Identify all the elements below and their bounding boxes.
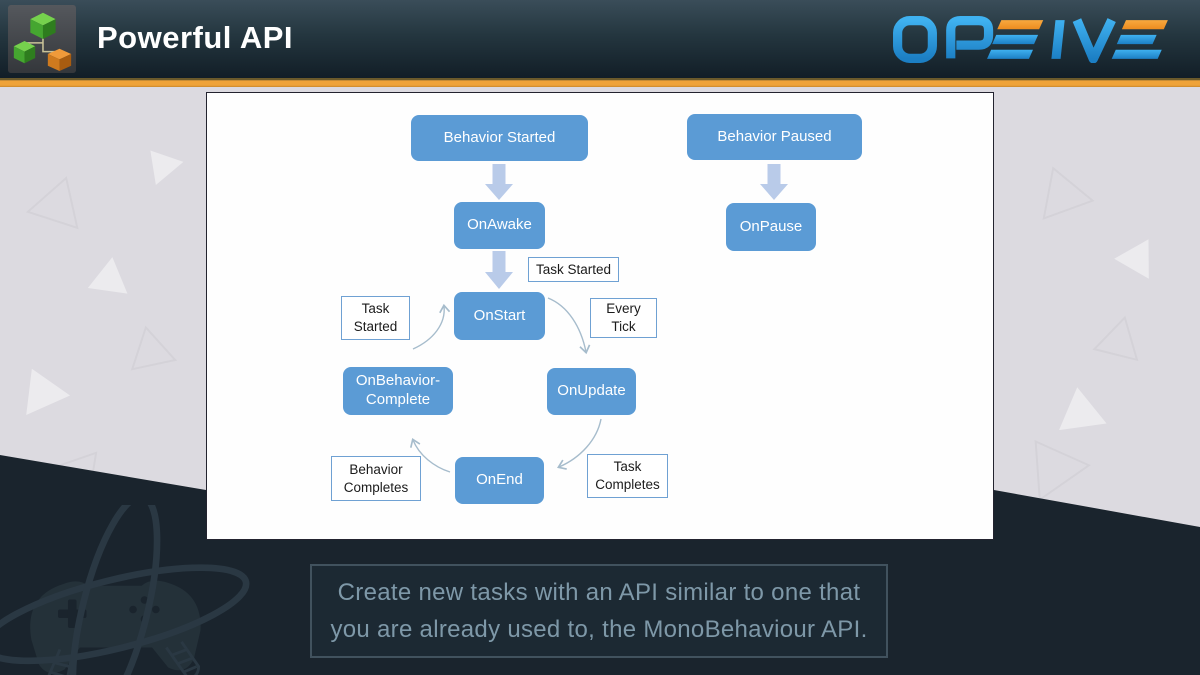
header-bar: Powerful API	[0, 0, 1200, 78]
caption-box: Create new tasks with an API similar to …	[310, 564, 888, 658]
caption-line-2: you are already used to, the MonoBehavio…	[330, 616, 868, 643]
node-onupdate: OnUpdate	[547, 368, 636, 415]
arrow-onstart-to-onupdate	[547, 297, 591, 355]
opsive-logo	[893, 16, 1168, 63]
node-onpause: OnPause	[726, 203, 816, 251]
node-behavior-paused: Behavior Paused	[687, 114, 862, 160]
diagram-panel: Behavior Started Behavior Paused OnAwake…	[206, 92, 994, 540]
caption-line-1: Create new tasks with an API similar to …	[337, 579, 861, 606]
arrow-onbehaviorcomplete-to-onstart	[412, 303, 451, 350]
node-onbehavior-complete: OnBehavior-Complete	[343, 367, 453, 415]
label-every-tick: Every Tick	[590, 298, 657, 338]
behavior-designer-logo-icon	[8, 5, 76, 73]
label-task-started-top: Task Started	[528, 257, 619, 282]
node-onawake: OnAwake	[454, 202, 545, 249]
accent-divider	[0, 78, 1200, 87]
page-title: Powerful API	[97, 20, 294, 55]
label-task-completes: Task Completes	[587, 454, 668, 498]
block-arrow-onawake	[485, 251, 513, 289]
block-arrow-behavior-paused	[760, 164, 788, 200]
node-onend: OnEnd	[455, 457, 544, 504]
node-behavior-started: Behavior Started	[411, 115, 588, 161]
node-onstart: OnStart	[454, 292, 545, 340]
block-arrow-behavior-started	[485, 164, 513, 200]
label-task-started-left: Task Started	[341, 296, 410, 340]
label-behavior-completes: Behavior Completes	[331, 456, 421, 501]
